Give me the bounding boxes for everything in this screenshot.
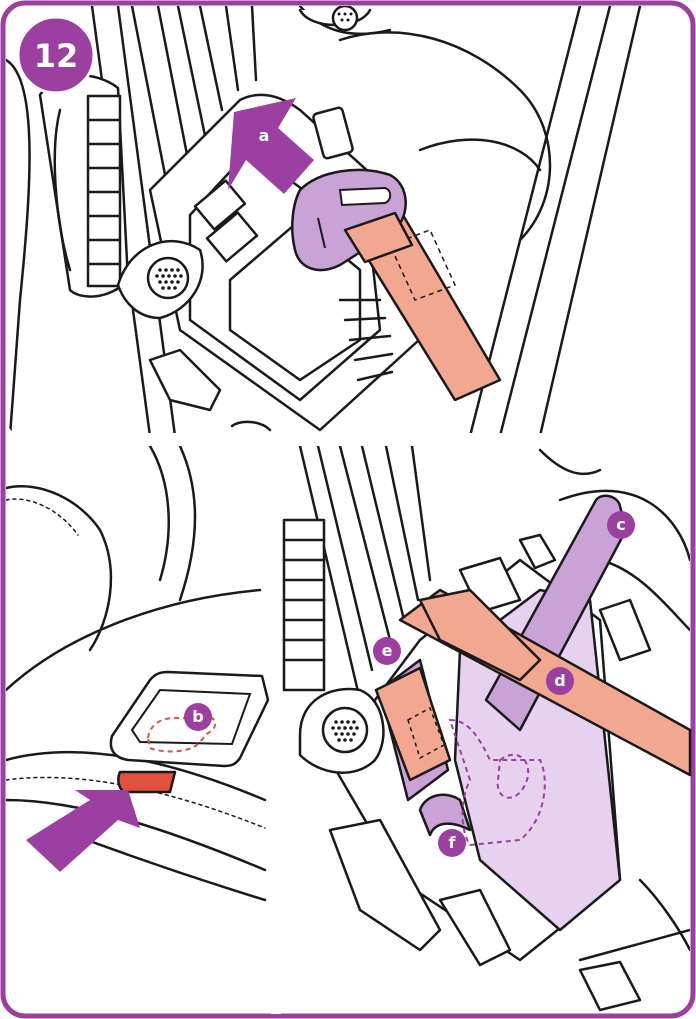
callout-c: c [607, 511, 635, 539]
callout-d: d [546, 667, 574, 695]
svg-text:c: c [616, 515, 625, 534]
svg-text:e: e [382, 641, 393, 660]
callout-b: b [184, 703, 212, 731]
callout-f: f [438, 829, 466, 857]
step-number: 12 [34, 37, 79, 75]
callout-e: e [373, 637, 401, 665]
callout-a: a [250, 122, 278, 150]
step-badge: 12 [18, 17, 94, 93]
red-release-tab [118, 772, 175, 792]
svg-text:f: f [449, 833, 457, 852]
svg-text:a: a [259, 126, 270, 145]
svg-text:b: b [192, 707, 203, 726]
svg-text:d: d [554, 671, 565, 690]
